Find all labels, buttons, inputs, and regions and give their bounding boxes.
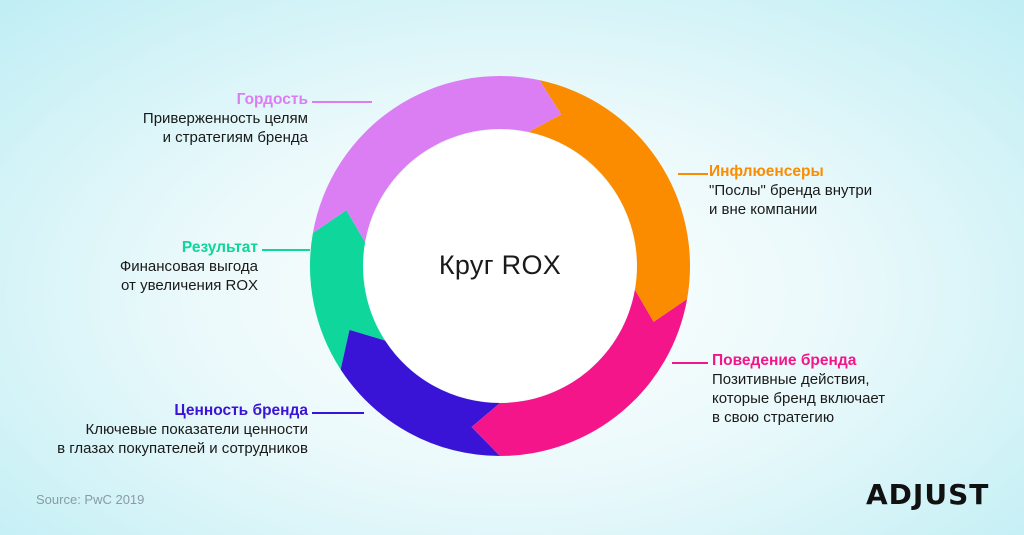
connector-behavior [672,362,708,364]
diagram-title: Круг ROX [438,250,562,280]
label-behavior-line1: Позитивные действия, [712,371,870,388]
label-influencers-line1: "Послы" бренда внутри [709,182,873,199]
connector-value [312,412,364,414]
label-value: Ценность бренда Ключевые показатели ценн… [24,401,308,458]
label-influencers-line2: и вне компании [709,201,818,218]
ring-inner-disc [364,130,636,402]
ring-segment-pride [312,76,562,243]
label-behavior-line2: которые бренд включает [712,390,886,407]
connector-influencers [678,173,708,175]
ring-segment-influencers [528,80,690,322]
label-result: Результат Финансовая выгода от увеличени… [56,238,258,295]
label-behavior-heading: Поведение бренда [712,352,857,369]
label-behavior: Поведение бренда Позитивные действия, ко… [712,351,932,427]
ring-segment-behavior [471,289,688,457]
label-result-heading: Результат [181,239,258,256]
label-result-line2: от увеличения ROX [121,277,258,294]
ring-segment-result [310,210,386,370]
label-value-heading: Ценность бренда [174,402,308,419]
label-influencers-heading: Инфлюенсеры [709,163,824,180]
connector-result [262,249,310,251]
label-pride-line2: и стратегиям бренда [162,129,308,146]
source-note: Source: PwC 2019 [36,492,145,507]
label-value-line2: в глазах покупателей и сотрудников [57,440,308,457]
label-pride: Гордость Приверженность целям и стратеги… [96,90,308,147]
connector-pride [312,101,372,103]
ring-segment-value [340,329,500,457]
label-pride-line1: Приверженность целям [142,110,308,127]
label-pride-heading: Гордость [236,91,308,108]
label-value-line1: Ключевые показатели ценности [85,421,308,438]
label-result-line1: Финансовая выгода [119,258,258,275]
label-behavior-line3: в свою стратегию [712,409,835,426]
adjust-logo: ADJUST [866,478,990,511]
label-influencers: Инфлюенсеры "Послы" бренда внутри и вне … [709,162,929,219]
